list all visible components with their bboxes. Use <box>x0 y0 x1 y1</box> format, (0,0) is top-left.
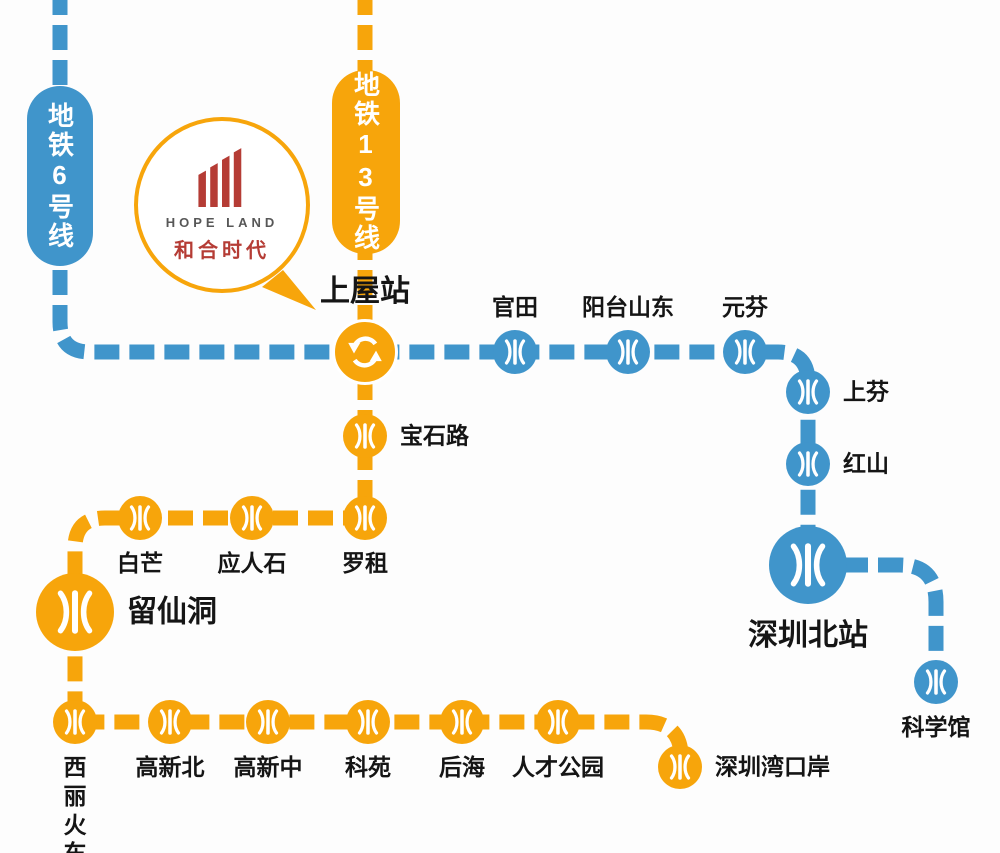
line6-branch-path <box>808 557 944 666</box>
station-gaoxinbei: 高新北 <box>136 700 205 780</box>
station-yuanfen: 元芬 <box>722 294 768 374</box>
station-label-shangfen: 上芬 <box>843 378 889 405</box>
station-label-baimang: 白芒 <box>117 550 163 576</box>
station-label-gaoxinbei: 高新北 <box>135 754 205 780</box>
metro-logo-icon <box>348 501 382 535</box>
metro-logo-icon <box>58 705 92 739</box>
station-hongshan: 红山 <box>786 442 889 486</box>
station-kexueguan: 科学馆 <box>902 660 971 740</box>
metro-logo-icon <box>123 501 157 535</box>
metro-logo-icon <box>235 501 269 535</box>
brand-name-cn: 和合时代 <box>174 240 270 262</box>
station-label-keyuan: 科苑 <box>345 754 391 780</box>
station-label-yangtaishandong: 阳台山东 <box>582 294 674 321</box>
station-yingrenshi: 应人石 <box>218 496 287 576</box>
metro-logo-icon <box>541 705 575 739</box>
metro-logo-icon <box>251 705 285 739</box>
metro-logo-icon <box>445 705 479 739</box>
station-label-hongshan: 红山 <box>843 450 889 477</box>
metro-logo-icon <box>728 335 762 369</box>
station-label-shenzhenwan: 深圳湾口岸 <box>715 753 830 780</box>
station-shangfen: 上芬 <box>786 370 889 414</box>
line13-badge: 地铁13号线 <box>332 70 400 254</box>
metro-logo-icon <box>348 419 382 453</box>
station-gaoxinzhong: 高新中 <box>234 700 303 780</box>
station-label-yingrenshi: 应人石 <box>217 550 287 576</box>
station-label-guantian: 官田 <box>492 294 538 321</box>
station-shenzhenbei: 深圳北站 <box>748 526 868 652</box>
line6-badge: 地铁6号线 <box>27 86 93 266</box>
station-shenzhenwan: 深圳湾口岸 <box>658 745 830 789</box>
metro-logo-icon <box>663 750 697 784</box>
station-label-luozu: 罗租 <box>342 550 388 576</box>
station-label-liuxiandong: 留仙洞 <box>127 595 217 629</box>
hope-land-bubble: HOPE LAND 和合时代 <box>134 117 310 293</box>
station-label-rencaigongyuan: 人才公园 <box>512 754 604 780</box>
station-label-xili: 西丽 火车站 <box>63 754 87 853</box>
station-houhai: 后海 <box>439 700 485 780</box>
station-label-shenzhenbei: 深圳北站 <box>748 619 868 652</box>
station-liuxiandong: 留仙洞 <box>36 573 217 651</box>
station-label-houhai: 后海 <box>439 754 485 780</box>
brand-name-en: HOPE LAND <box>165 215 279 230</box>
station-yangtaishandong: 阳台山东 <box>582 294 674 374</box>
station-label-yuanfen: 元芬 <box>722 294 768 321</box>
station-keyuan: 科苑 <box>345 700 391 780</box>
metro-logo-icon <box>153 705 187 739</box>
station-xili: 西丽 火车站 <box>53 700 97 853</box>
metro-logo-icon <box>919 665 953 699</box>
station-baoshilu: 宝石路 <box>343 414 469 458</box>
station-guantian: 官田 <box>492 294 538 374</box>
station-luozu: 罗租 <box>342 496 388 576</box>
metro-logo-icon <box>351 705 385 739</box>
metro-logo-icon <box>791 375 825 409</box>
station-label-gaoxinzhong: 高新中 <box>233 754 303 780</box>
station-rencaigongyuan: 人才公园 <box>512 700 604 780</box>
metro-logo-icon <box>791 447 825 481</box>
station-shangwu: 上屋站 <box>320 275 410 385</box>
line6-path <box>52 0 816 565</box>
station-label-baoshilu: 宝石路 <box>400 422 469 449</box>
metro-logo-icon <box>498 335 532 369</box>
metro-logo-icon <box>46 583 104 641</box>
bubble-tail <box>262 270 316 310</box>
station-label-shangwu: 上屋站 <box>320 274 410 308</box>
hope-land-logo-icon <box>198 148 242 207</box>
transfer-icon <box>342 329 388 375</box>
metro-logo-icon <box>779 536 837 594</box>
station-baimang: 白芒 <box>117 496 163 576</box>
metro-logo-icon <box>611 335 645 369</box>
station-label-kexueguan: 科学馆 <box>901 714 971 740</box>
